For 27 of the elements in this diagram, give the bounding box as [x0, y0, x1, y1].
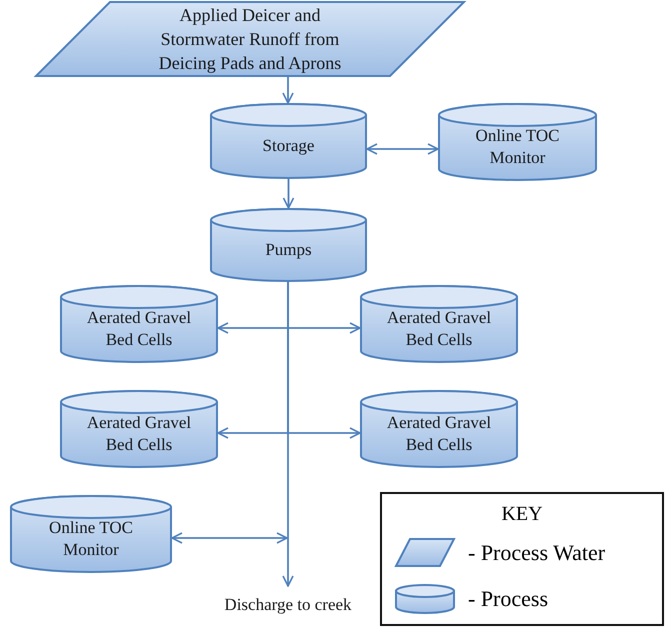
input-parallelogram: [35, 1, 465, 77]
input-label: Applied Deicer and Stormwater Runoff from Deicing Pads and Aprons: [158, 4, 342, 75]
process-cylinder: [60, 285, 218, 363]
arrow: [282, 77, 294, 104]
process-label: Pumps: [265, 239, 312, 261]
legend-heading: KEY: [500, 502, 544, 526]
outlet-label: Discharge to creek: [224, 594, 352, 616]
process-label: Aerated Gravel Bed Cells: [386, 412, 492, 456]
process-label: Storage: [262, 135, 314, 157]
arrow: [366, 143, 439, 155]
arrow: [282, 282, 294, 587]
legend-text: - Process: [468, 585, 548, 613]
process-cylinder: [360, 285, 518, 363]
process-cylinder: [60, 390, 218, 468]
arrow: [282, 179, 294, 209]
process-cylinder: [360, 390, 518, 468]
process-label: Online TOC Monitor: [48, 517, 134, 561]
process-label: Online TOC Monitor: [474, 125, 560, 169]
process-cylinder: [210, 103, 367, 179]
process-cylinder: [438, 103, 597, 181]
legend-text: - Process Water: [468, 539, 606, 567]
process-label: Aerated Gravel Bed Cells: [86, 307, 192, 351]
arrow: [171, 532, 288, 544]
process-cylinder: [210, 208, 367, 282]
process-label: Aerated Gravel Bed Cells: [86, 412, 192, 456]
process-cylinder: [10, 495, 172, 573]
process-label: Aerated Gravel Bed Cells: [386, 307, 492, 351]
